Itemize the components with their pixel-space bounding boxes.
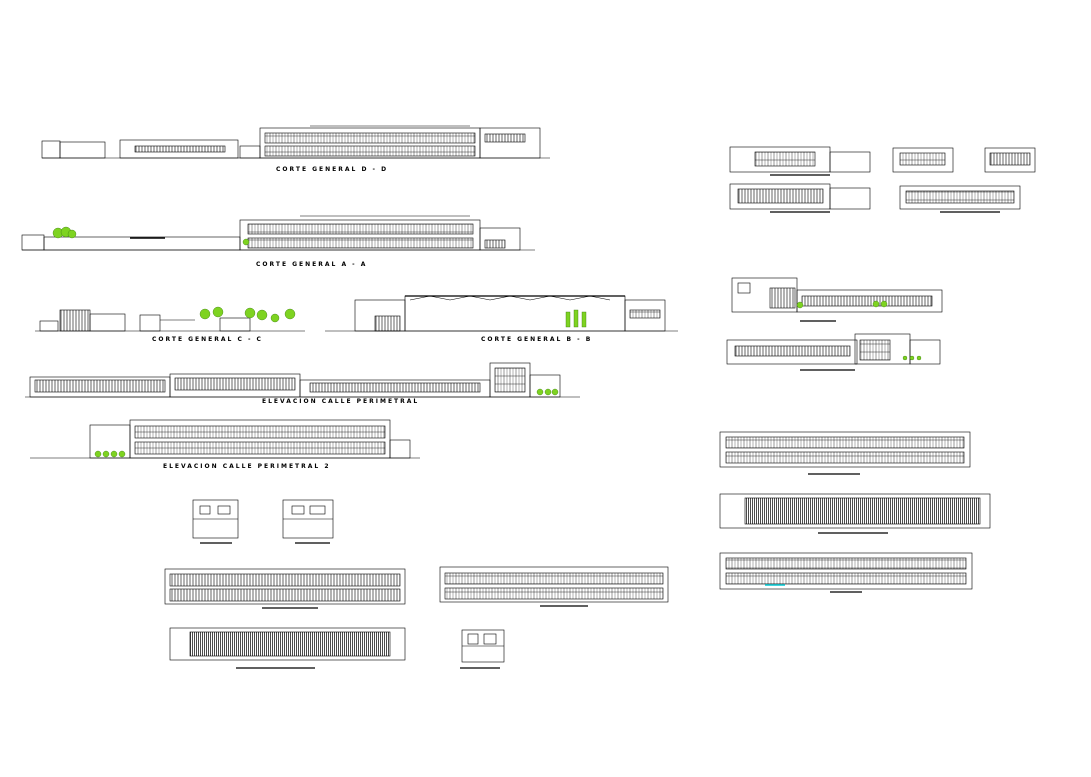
- label-corte-b: CORTE GENERAL B - B: [481, 336, 593, 343]
- elevation-lower-1: [164, 568, 406, 609]
- trees-c-c: [199, 306, 296, 323]
- label-elevacion-1: ELEVACION CALLE PERIMETRAL: [262, 398, 420, 405]
- elevation-2-drawing: [30, 419, 420, 459]
- right-elevations-top: [729, 146, 1036, 213]
- trees-right-mid: [796, 300, 922, 361]
- section-b-b-drawing: [325, 295, 678, 332]
- elevation-1-drawing: [25, 362, 580, 398]
- small-section-1: [192, 499, 239, 544]
- trees-elev-1: [536, 388, 559, 396]
- label-corte-c: CORTE GENERAL C - C: [152, 336, 263, 343]
- label-corte-a: CORTE GENERAL A - A: [256, 261, 368, 268]
- elevation-lower-2: [439, 566, 669, 607]
- small-section-3: [460, 629, 505, 669]
- right-elevations-mid: [726, 277, 943, 371]
- trees-a-a: [52, 226, 250, 246]
- trees-elev-2: [94, 450, 126, 458]
- section-c-c-drawing: [35, 309, 305, 332]
- small-section-2: [282, 499, 334, 544]
- elevation-lower-3: [169, 627, 406, 669]
- section-a-a-drawing: [21, 215, 535, 251]
- section-d-d-drawing: [41, 125, 550, 159]
- label-elevacion-2: ELEVACION CALLE PERIMETRAL 2: [163, 463, 331, 470]
- right-elevations-lower: [719, 431, 991, 593]
- label-corte-d: CORTE GENERAL D - D: [276, 166, 389, 173]
- trees-b-b: [565, 309, 587, 328]
